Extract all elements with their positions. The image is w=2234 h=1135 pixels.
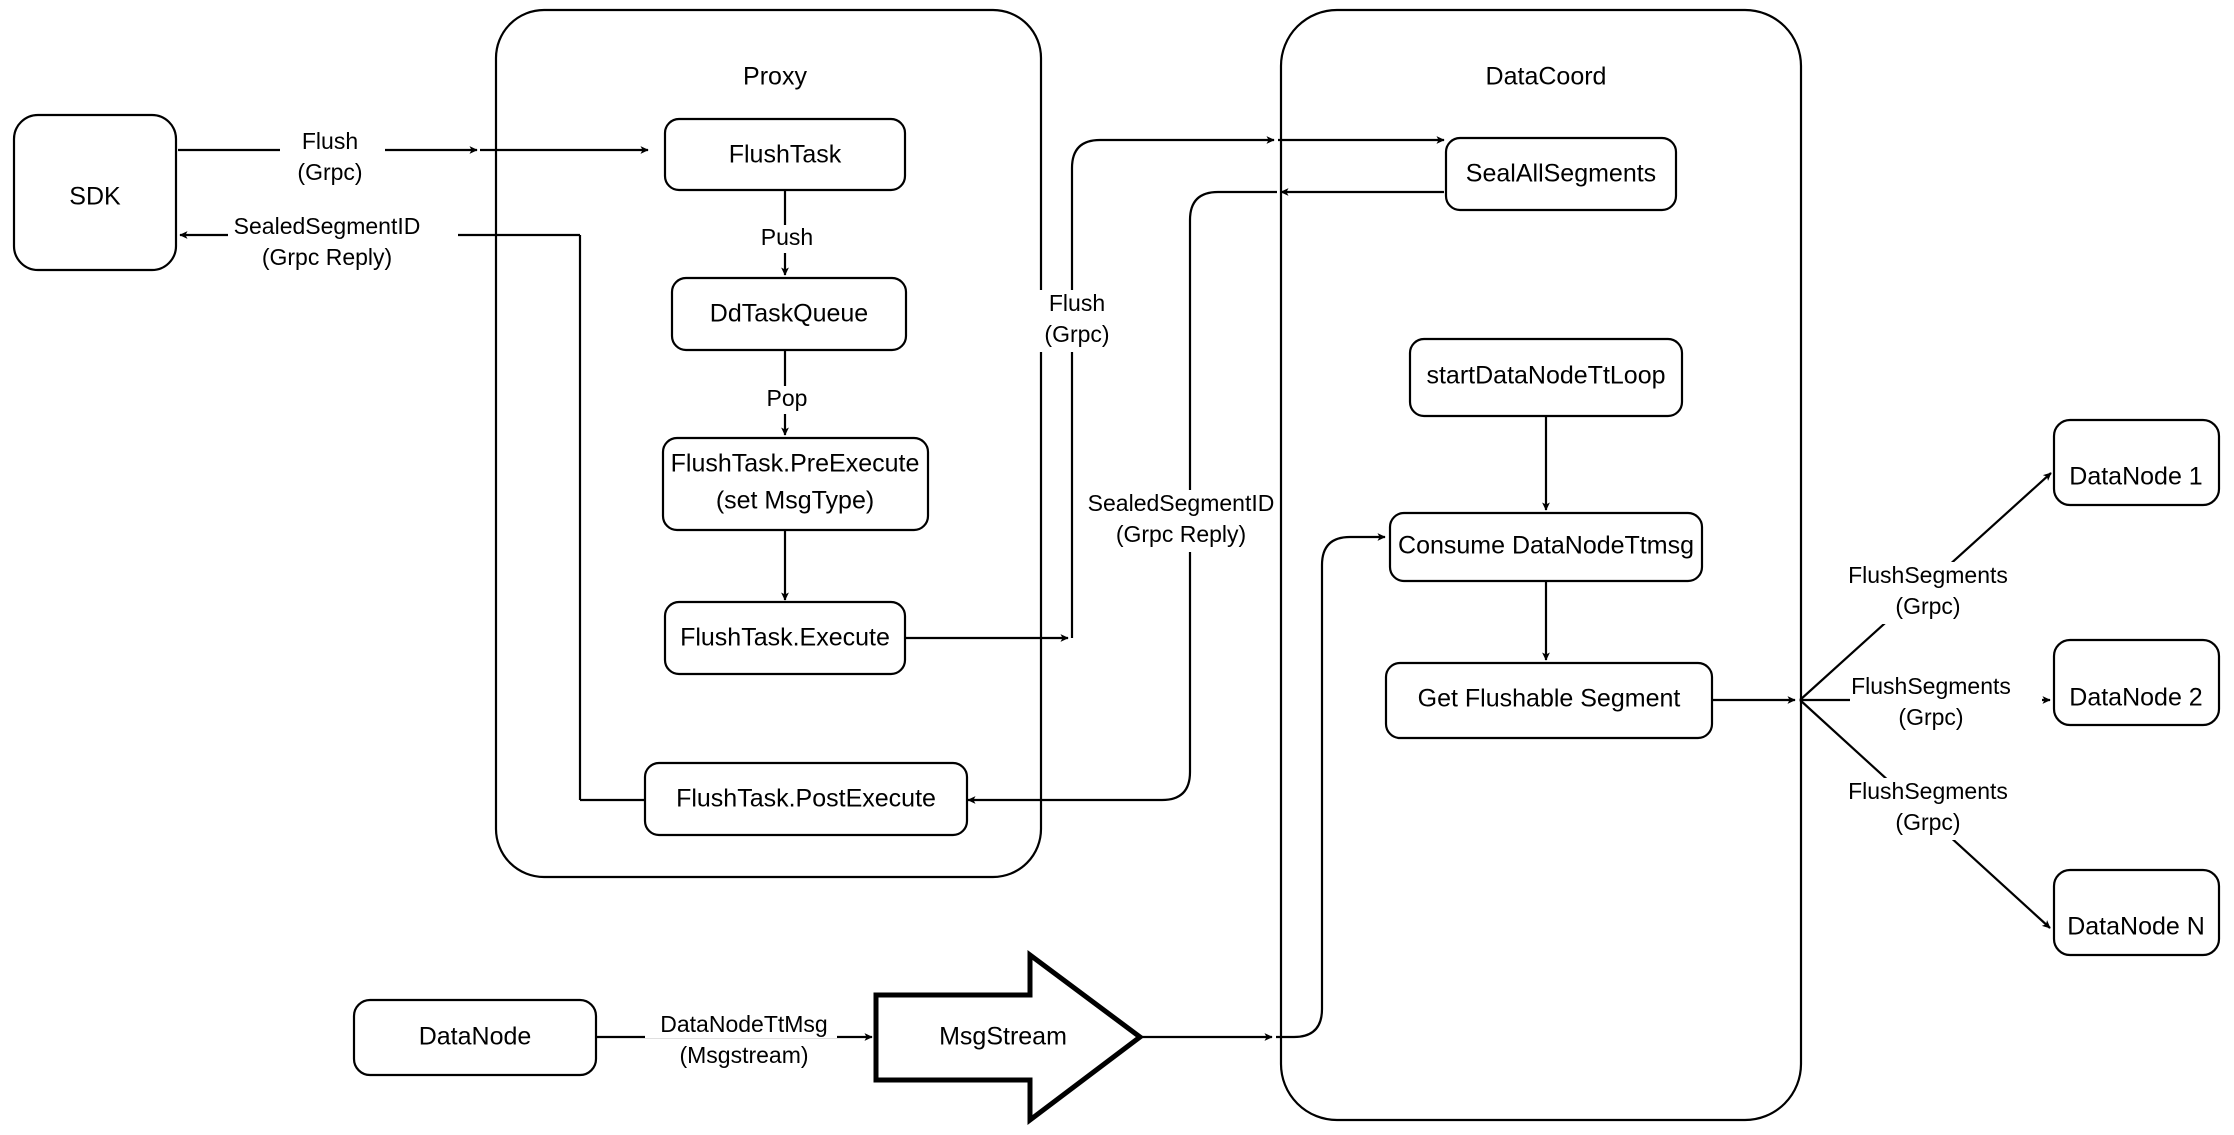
node-flushtask-preexecute[interactable]: FlushTask.PreExecute (set MsgType) xyxy=(661,436,930,532)
edge-label-datanode-ttmsg: DataNodeTtMsg (Msgstream) xyxy=(645,1011,837,1068)
flushtask-execute-label: FlushTask.Execute xyxy=(680,624,890,652)
datanode-1-label: DataNode 1 xyxy=(2069,463,2202,491)
consume-datanode-ttmsg-label: Consume DataNodeTtmsg xyxy=(1398,532,1694,560)
edge-datacoord-boundary-to-consume xyxy=(1276,533,1386,1039)
sealallsegments-box[interactable] xyxy=(1444,136,1678,212)
edge-label-flush-sdk-line1: Flush xyxy=(302,128,358,154)
start-datanode-ttloop-box[interactable] xyxy=(1408,337,1684,418)
edge-label-flush-grpc-line2: (Grpc) xyxy=(1044,321,1109,347)
node-datanode-2[interactable]: DataNode 2 xyxy=(2052,638,2221,727)
ddtaskqueue-box[interactable] xyxy=(670,276,908,352)
edge-label-flush-sdk-line2: (Grpc) xyxy=(297,159,362,185)
edge-label-sealedsegmentid-dc-line2: (Grpc Reply) xyxy=(1116,521,1246,547)
edge-label-flushsegments-n-line2: (Grpc) xyxy=(1895,809,1960,835)
flushtask-preexecute-label-line2: (set MsgType) xyxy=(716,487,874,515)
node-msgstream[interactable]: MsgStream xyxy=(873,950,1145,1126)
node-flushtask-execute[interactable]: FlushTask.Execute xyxy=(663,600,907,676)
datanode-1-box[interactable] xyxy=(2052,418,2221,507)
edge-label-pop: Pop xyxy=(756,385,818,414)
proxy-container-label: Proxy xyxy=(743,63,807,91)
datacoord-container-label: DataCoord xyxy=(1486,63,1607,91)
sdk-label: SDK xyxy=(69,183,121,211)
edge-label-datanode-ttmsg-line2: (Msgstream) xyxy=(679,1042,808,1068)
datanode-2-label: DataNode 2 xyxy=(2069,684,2202,712)
node-sealallsegments[interactable]: SealAllSegments xyxy=(1444,136,1678,212)
edge-label-flushsegments-2: FlushSegments (Grpc) xyxy=(1850,673,2042,735)
node-datanode-1[interactable]: DataNode 1 xyxy=(2052,418,2221,507)
edge-label-sealedsegmentid-sdk-line1: SealedSegmentID xyxy=(234,213,421,239)
node-consume-datanode-ttmsg[interactable]: Consume DataNodeTtmsg xyxy=(1388,511,1704,583)
flushtask-box[interactable] xyxy=(663,117,907,192)
edge-label-flushsegments-n: FlushSegments (Grpc) xyxy=(1848,778,2040,840)
edge-label-datanode-ttmsg-line1: DataNodeTtMsg xyxy=(660,1011,827,1037)
msgstream-arrow-shape[interactable] xyxy=(873,950,1145,1126)
datanode-n-label: DataNode N xyxy=(2067,913,2205,941)
node-start-datanode-tt-loop[interactable]: startDataNodeTtLoop xyxy=(1408,337,1684,418)
edge-label-push: Push xyxy=(752,224,820,253)
get-flushable-segment-label: Get Flushable Segment xyxy=(1418,685,1681,713)
flushtask-preexecute-box[interactable] xyxy=(661,436,930,532)
proxy-container-box xyxy=(494,8,1043,879)
flushtask-postexecute-box[interactable] xyxy=(643,761,969,837)
edge-label-sealedsegmentid-sdk-line2: (Grpc Reply) xyxy=(262,244,392,270)
flushtask-label: FlushTask xyxy=(729,141,842,169)
edge-label-flushsegments-1: FlushSegments (Grpc) xyxy=(1848,562,2040,624)
container-proxy: Proxy xyxy=(494,8,1043,879)
sealallsegments-label: SealAllSegments xyxy=(1466,160,1656,188)
node-flushtask-postexecute[interactable]: FlushTask.PostExecute xyxy=(643,761,969,837)
edge-label-push-text: Push xyxy=(761,224,813,250)
ddtaskqueue-label: DdTaskQueue xyxy=(710,300,868,328)
edge-flush-rail-to-datacoord xyxy=(1070,136,1275,638)
node-datanode-source[interactable]: DataNode xyxy=(352,998,598,1077)
flushtask-postexecute-label: FlushTask.PostExecute xyxy=(676,785,936,813)
flushtask-execute-box[interactable] xyxy=(663,600,907,676)
node-datanode-n[interactable]: DataNode N xyxy=(2052,868,2221,957)
edge-label-flushsegments-n-line1: FlushSegments xyxy=(1848,778,2008,804)
node-ddtaskqueue[interactable]: DdTaskQueue xyxy=(670,276,908,352)
datanode-source-box[interactable] xyxy=(352,998,598,1077)
start-datanode-ttloop-label: startDataNodeTtLoop xyxy=(1426,362,1665,390)
node-sdk[interactable]: SDK xyxy=(12,113,178,272)
edge-label-flushsegments-2-line1: FlushSegments xyxy=(1851,673,2011,699)
edge-label-flush-sdk: Flush (Grpc) xyxy=(280,128,385,185)
msgstream-label: MsgStream xyxy=(939,1023,1067,1051)
sdk-box[interactable] xyxy=(12,113,178,272)
datanode-2-box[interactable] xyxy=(2052,638,2221,727)
flushtask-preexecute-label-line1: FlushTask.PreExecute xyxy=(671,450,920,478)
edge-label-pop-text: Pop xyxy=(767,385,808,411)
node-get-flushable-segment[interactable]: Get Flushable Segment xyxy=(1384,661,1714,740)
edge-label-flush-grpc-line1: Flush xyxy=(1049,290,1105,316)
edge-label-flushsegments-2-line2: (Grpc) xyxy=(1898,704,1963,730)
node-flushtask[interactable]: FlushTask xyxy=(663,117,907,192)
consume-datanode-ttmsg-box[interactable] xyxy=(1388,511,1704,583)
datanode-source-label: DataNode xyxy=(419,1023,532,1051)
edge-label-sealedsegmentid-datacoord: SealedSegmentID (Grpc Reply) xyxy=(1088,490,1275,552)
datacoord-container-box xyxy=(1279,8,1803,1122)
edge-label-sealedsegmentid-dc-line1: SealedSegmentID xyxy=(1088,490,1275,516)
datanode-n-box[interactable] xyxy=(2052,868,2221,957)
edge-label-sealedsegmentid-sdk: SealedSegmentID (Grpc Reply) xyxy=(228,213,458,270)
get-flushable-segment-box[interactable] xyxy=(1384,661,1714,740)
container-datacoord: DataCoord xyxy=(1279,8,1803,1122)
edge-label-flushsegments-1-line2: (Grpc) xyxy=(1895,593,1960,619)
edge-label-flush-grpc-datacoord: Flush (Grpc) xyxy=(1022,290,1127,352)
edge-label-flushsegments-1-line1: FlushSegments xyxy=(1848,562,2008,588)
